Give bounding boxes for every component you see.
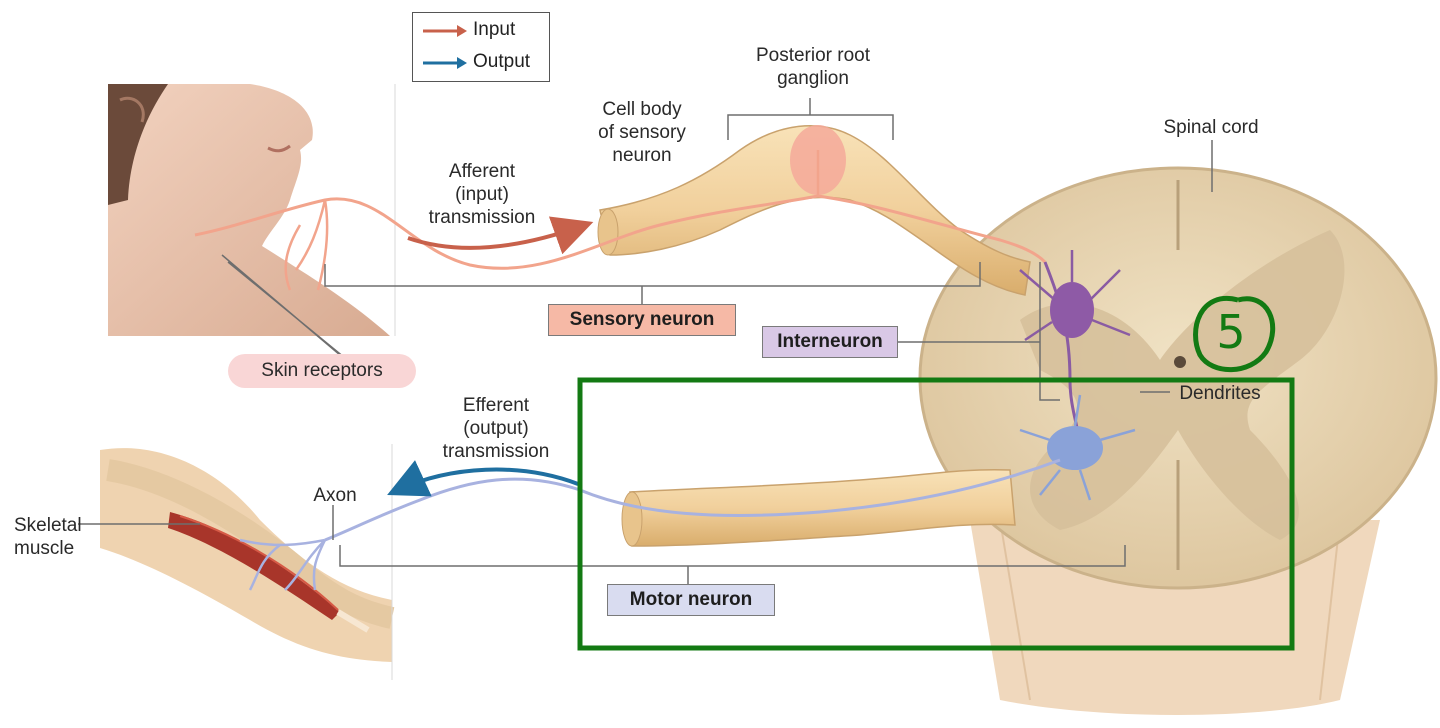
leader-lines [78, 98, 1213, 584]
axon-label: Axon [313, 485, 357, 506]
sensory-neuron-fiber [194, 150, 1047, 291]
legend-output-label: Output [473, 51, 531, 72]
afferent-arrow [407, 216, 594, 255]
legend: Input Output [412, 12, 550, 82]
spinal-cord [918, 166, 1438, 715]
legend-input-label: Input [473, 19, 516, 40]
motor-neuron-label: Motor neuron [607, 584, 775, 616]
highlight-box [577, 377, 1295, 651]
handwritten-circle [1193, 295, 1276, 373]
sensory-neuron-label: Sensory neuron [548, 304, 736, 336]
output-arrow-icon [423, 57, 467, 69]
posterior-root-ganglion-label: Posterior root ganglion [755, 45, 871, 89]
input-arrow-icon [423, 25, 467, 37]
interneuron-label: Interneuron [762, 326, 898, 358]
afferent-label: Afferent (input) transmission [428, 161, 536, 228]
cell-body-label: Cell body of sensory neuron [598, 99, 686, 166]
efferent-arrow [387, 460, 579, 497]
posterior-root [597, 125, 1031, 296]
efferent-label: Efferent (output) transmission [442, 395, 550, 462]
dendrites-label: Dendrites [1179, 383, 1261, 404]
skeletal-muscle-label: Skeletal muscle [14, 515, 82, 559]
face-illustration [108, 84, 396, 336]
handwritten-number: 5 [1216, 305, 1246, 359]
skin-receptors-label: Skin receptors [228, 354, 416, 388]
spinal-cord-label: Spinal cord [1163, 117, 1259, 138]
anterior-root [621, 468, 1016, 547]
motor-neuron-cell [239, 394, 1136, 591]
arm-illustration [100, 444, 395, 680]
